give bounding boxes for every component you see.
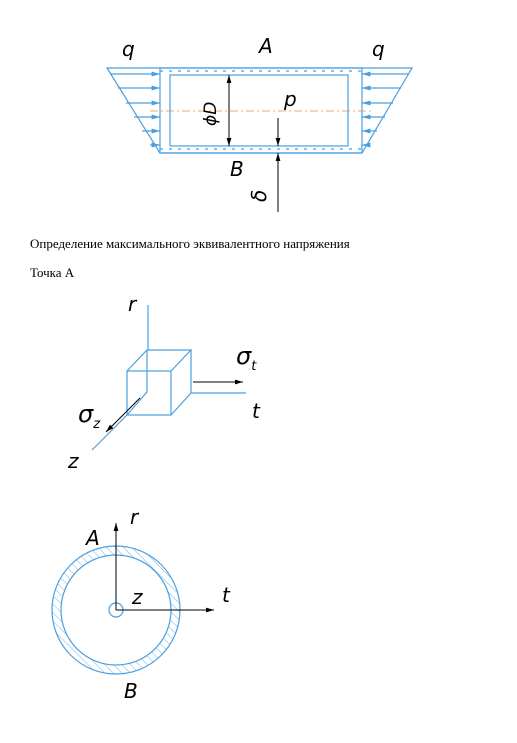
left-load-arrows: [110, 71, 160, 148]
label-q-left: q: [122, 37, 135, 61]
label-sigma-t: σt: [236, 342, 257, 374]
label-b: B: [124, 679, 138, 703]
pipe-inner-wall: [169, 74, 349, 147]
pipe-outer-wall: [159, 67, 363, 154]
label-r: r: [128, 292, 138, 316]
point-a-label: Точка А: [30, 265, 75, 280]
stress-cube: [126, 349, 193, 416]
label-b: B: [230, 157, 244, 181]
label-diameter: ϕD: [201, 102, 221, 126]
label-p: p: [283, 87, 297, 111]
right-load-arrows: [362, 71, 409, 148]
label-a: A: [257, 34, 273, 58]
label-delta: δ: [247, 190, 271, 202]
section-heading: Определение максимального эквивалентного…: [30, 236, 350, 251]
pipe-load-diagram: q q A B p ϕD δ: [105, 34, 414, 212]
label-z: z: [67, 449, 79, 473]
label-q-right: q: [372, 37, 385, 61]
label-r: r: [130, 505, 140, 529]
label-sigma-z: σz: [78, 400, 101, 432]
label-a: A: [84, 526, 100, 550]
z-axis: [91, 414, 128, 451]
stress-element-diagram: r t z σt σz: [67, 292, 261, 473]
sigma-z-arrow: [105, 397, 141, 433]
label-z: z: [131, 585, 143, 609]
label-t: t: [252, 399, 261, 423]
label-t: t: [222, 583, 231, 607]
